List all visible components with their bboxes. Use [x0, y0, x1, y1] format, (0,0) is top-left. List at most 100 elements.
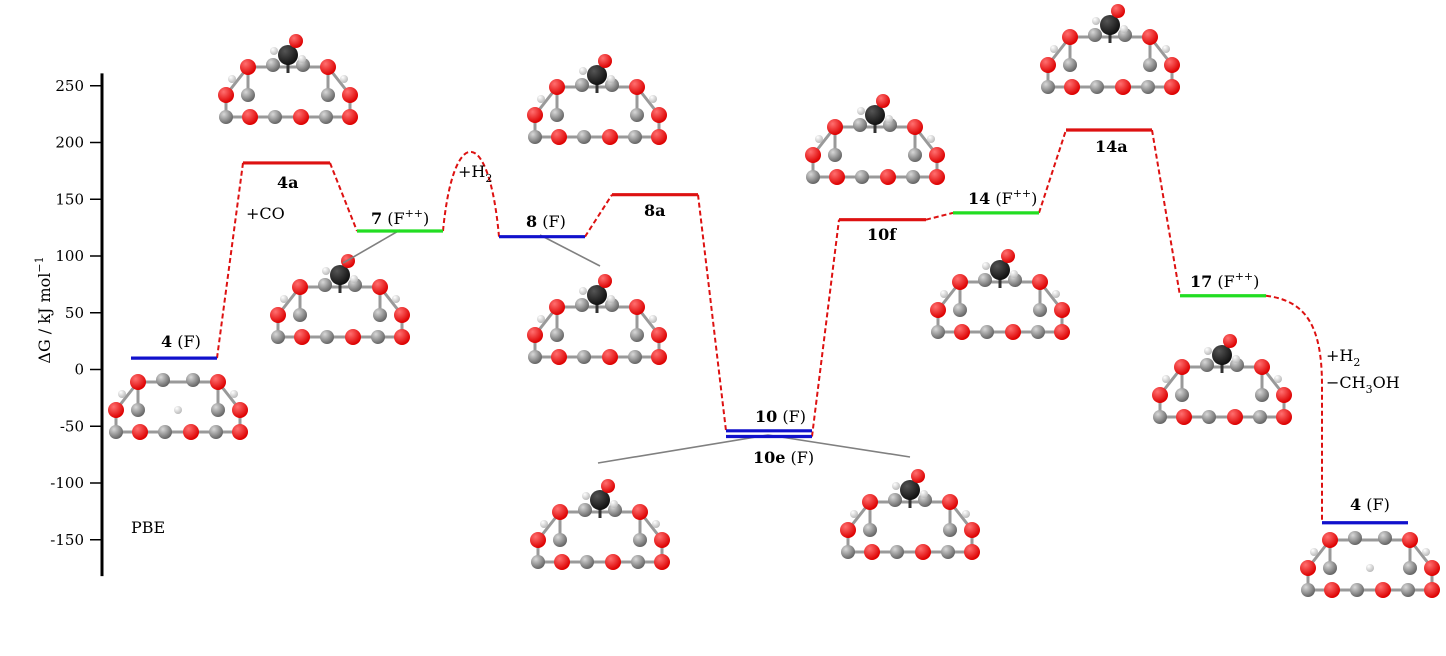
- cluster-4-start: [108, 373, 248, 440]
- atom: [629, 299, 645, 315]
- atom: [527, 327, 543, 343]
- atom: [1310, 548, 1318, 556]
- atom: [552, 504, 568, 520]
- atom: [278, 45, 298, 65]
- connector-8: [539, 234, 601, 267]
- atom: [930, 302, 946, 318]
- atom: [651, 129, 667, 145]
- energy-levels: [131, 128, 1408, 525]
- atom: [815, 135, 823, 143]
- atom: [241, 88, 255, 102]
- atom: [1001, 249, 1015, 263]
- y-tick-label: -100: [50, 474, 84, 492]
- atom: [890, 545, 904, 559]
- atom: [1204, 347, 1212, 355]
- atom: [892, 482, 900, 490]
- atom: [598, 274, 612, 288]
- atom: [906, 170, 920, 184]
- atom: [805, 147, 821, 163]
- atom: [321, 88, 335, 102]
- atom: [318, 278, 332, 292]
- atom: [1005, 324, 1021, 340]
- atom: [607, 295, 615, 303]
- atom: [580, 555, 594, 569]
- atom: [242, 109, 258, 125]
- atom: [1111, 4, 1125, 18]
- atom: [1164, 79, 1180, 95]
- atom: [649, 95, 657, 103]
- atom: [371, 330, 385, 344]
- atom: [1350, 583, 1364, 597]
- atom: [1403, 561, 1417, 575]
- atom: [1200, 358, 1214, 372]
- atom: [954, 324, 970, 340]
- atom: [850, 510, 858, 518]
- atom: [131, 403, 145, 417]
- atom: [806, 170, 820, 184]
- atom: [607, 75, 615, 83]
- atom: [1162, 45, 1170, 53]
- atom: [211, 403, 225, 417]
- atom: [109, 425, 123, 439]
- state-label-s17: 17 (F++): [1190, 270, 1259, 291]
- atom: [880, 169, 896, 185]
- atom: [888, 493, 902, 507]
- atom: [920, 490, 928, 498]
- atom: [183, 424, 199, 440]
- atom: [537, 95, 545, 103]
- state-label-s4: 4 (F): [161, 332, 201, 351]
- atom: [1041, 80, 1055, 94]
- atom: [1324, 582, 1340, 598]
- path-14-14a: [1038, 129, 1067, 214]
- atom: [853, 118, 867, 132]
- cluster-14: [930, 249, 1070, 340]
- atom: [528, 350, 542, 364]
- annotation-co: +CO: [246, 204, 285, 223]
- atom: [1152, 387, 1168, 403]
- atom: [605, 554, 621, 570]
- atom: [942, 494, 958, 510]
- state-label-s10f: 10f: [867, 225, 897, 244]
- atom: [962, 510, 970, 518]
- annotation-meoh: −CH3OH: [1326, 373, 1400, 396]
- atom: [271, 330, 285, 344]
- atom: [527, 107, 543, 123]
- atom: [554, 554, 570, 570]
- atom: [232, 402, 248, 418]
- atom: [943, 523, 957, 537]
- atom: [537, 315, 545, 323]
- connector-10-left: [597, 434, 769, 464]
- atom: [649, 315, 657, 323]
- atom: [1378, 531, 1392, 545]
- atom: [631, 555, 645, 569]
- atom: [1162, 375, 1170, 383]
- atom: [1276, 387, 1292, 403]
- atom: [232, 424, 248, 440]
- atom: [1052, 290, 1060, 298]
- atom: [1253, 410, 1267, 424]
- atom: [210, 374, 226, 390]
- atom: [579, 287, 587, 295]
- atom: [320, 330, 334, 344]
- atom: [1202, 410, 1216, 424]
- state-label-s10e: 10e (F): [753, 448, 814, 467]
- atom: [1062, 29, 1078, 45]
- atom: [628, 130, 642, 144]
- path-17-4: [1265, 294, 1323, 523]
- atom: [862, 494, 878, 510]
- atom: [1274, 375, 1282, 383]
- atom: [219, 110, 233, 124]
- atom: [582, 492, 590, 500]
- atom: [601, 479, 615, 493]
- atom: [1143, 58, 1157, 72]
- atom: [829, 169, 845, 185]
- atom: [1176, 409, 1192, 425]
- atom: [1092, 17, 1100, 25]
- atom: [540, 520, 548, 528]
- atom: [841, 545, 855, 559]
- atom: [373, 308, 387, 322]
- atom: [654, 532, 670, 548]
